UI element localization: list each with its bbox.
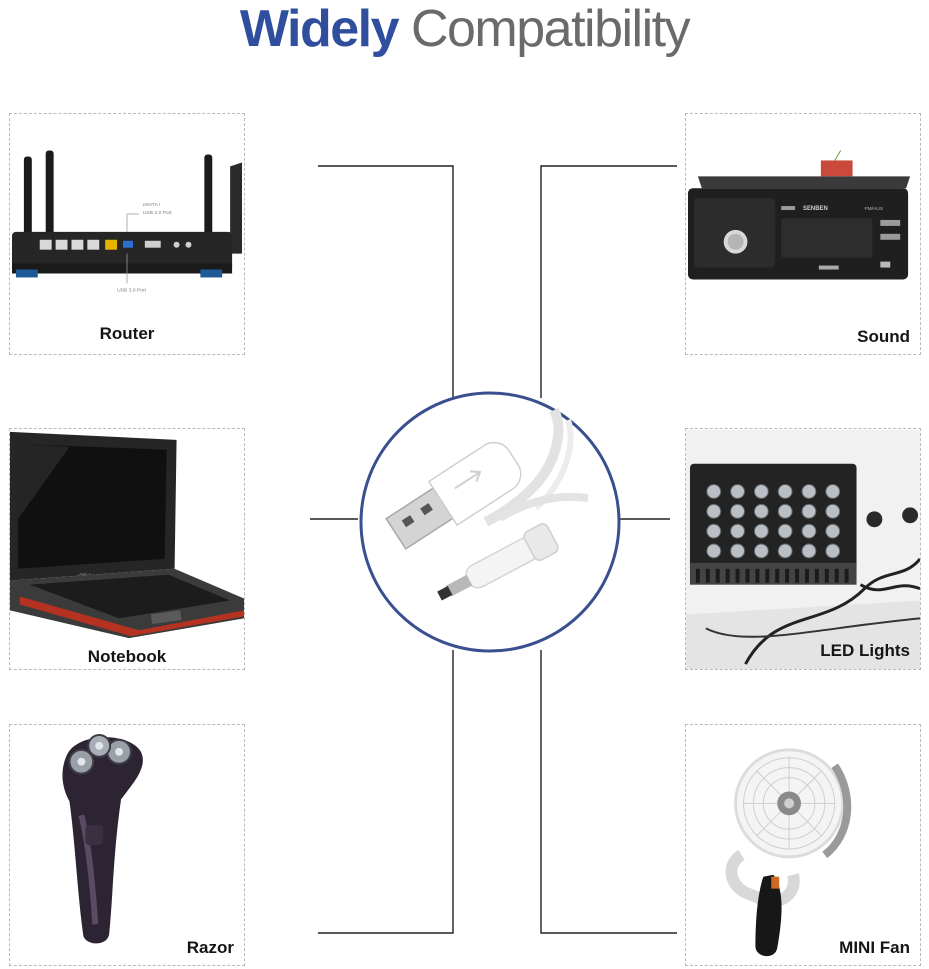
device-card-mini-fan: MINI Fan: [685, 724, 921, 966]
title-word-compatibility: Compatibility: [410, 0, 691, 58]
connector-sound: [540, 165, 677, 398]
router-port-label-1: eSATA /: [143, 202, 161, 208]
connector-router: [318, 165, 454, 398]
device-label-mini-fan: MINI Fan: [839, 938, 910, 957]
title-word-widely: Widely: [239, 0, 400, 58]
router-port-label-2: USB 2.0 Port: [143, 210, 172, 216]
sound-image: SENBEN FM/AUX: [687, 150, 911, 280]
device-label-led-lights: LED Lights: [820, 641, 910, 660]
radio-brand-text: SENBEN: [803, 206, 828, 212]
device-card-notebook: DELL Notebook: [9, 428, 245, 670]
device-card-router: eSATA / USB 2.0 Port USB 3.0 Port Router: [9, 113, 245, 355]
usb-cable-image: [359, 391, 621, 653]
radio-mode-text: FM/AUX: [864, 206, 883, 212]
device-card-led-lights: LED Lights: [685, 428, 921, 670]
device-label-router: Router: [99, 324, 155, 343]
notebook-image: DELL: [10, 431, 244, 639]
connector-razor: [318, 650, 454, 934]
device-card-sound: SENBEN FM/AUX Sound: [685, 113, 921, 355]
device-card-razor: Razor: [9, 724, 245, 966]
router-port-label-3: USB 3.0 Port: [117, 287, 146, 293]
page-title: Widely Compatibility: [0, 0, 929, 60]
led-lights-image: [686, 430, 920, 669]
device-label-sound: Sound: [857, 327, 910, 346]
connector-fan: [540, 650, 677, 934]
router-image: eSATA / USB 2.0 Port USB 3.0 Port: [11, 150, 243, 293]
device-label-razor: Razor: [186, 938, 234, 957]
mini-fan-image: [725, 748, 852, 957]
razor-image: [62, 733, 143, 944]
device-label-notebook: Notebook: [87, 647, 167, 666]
